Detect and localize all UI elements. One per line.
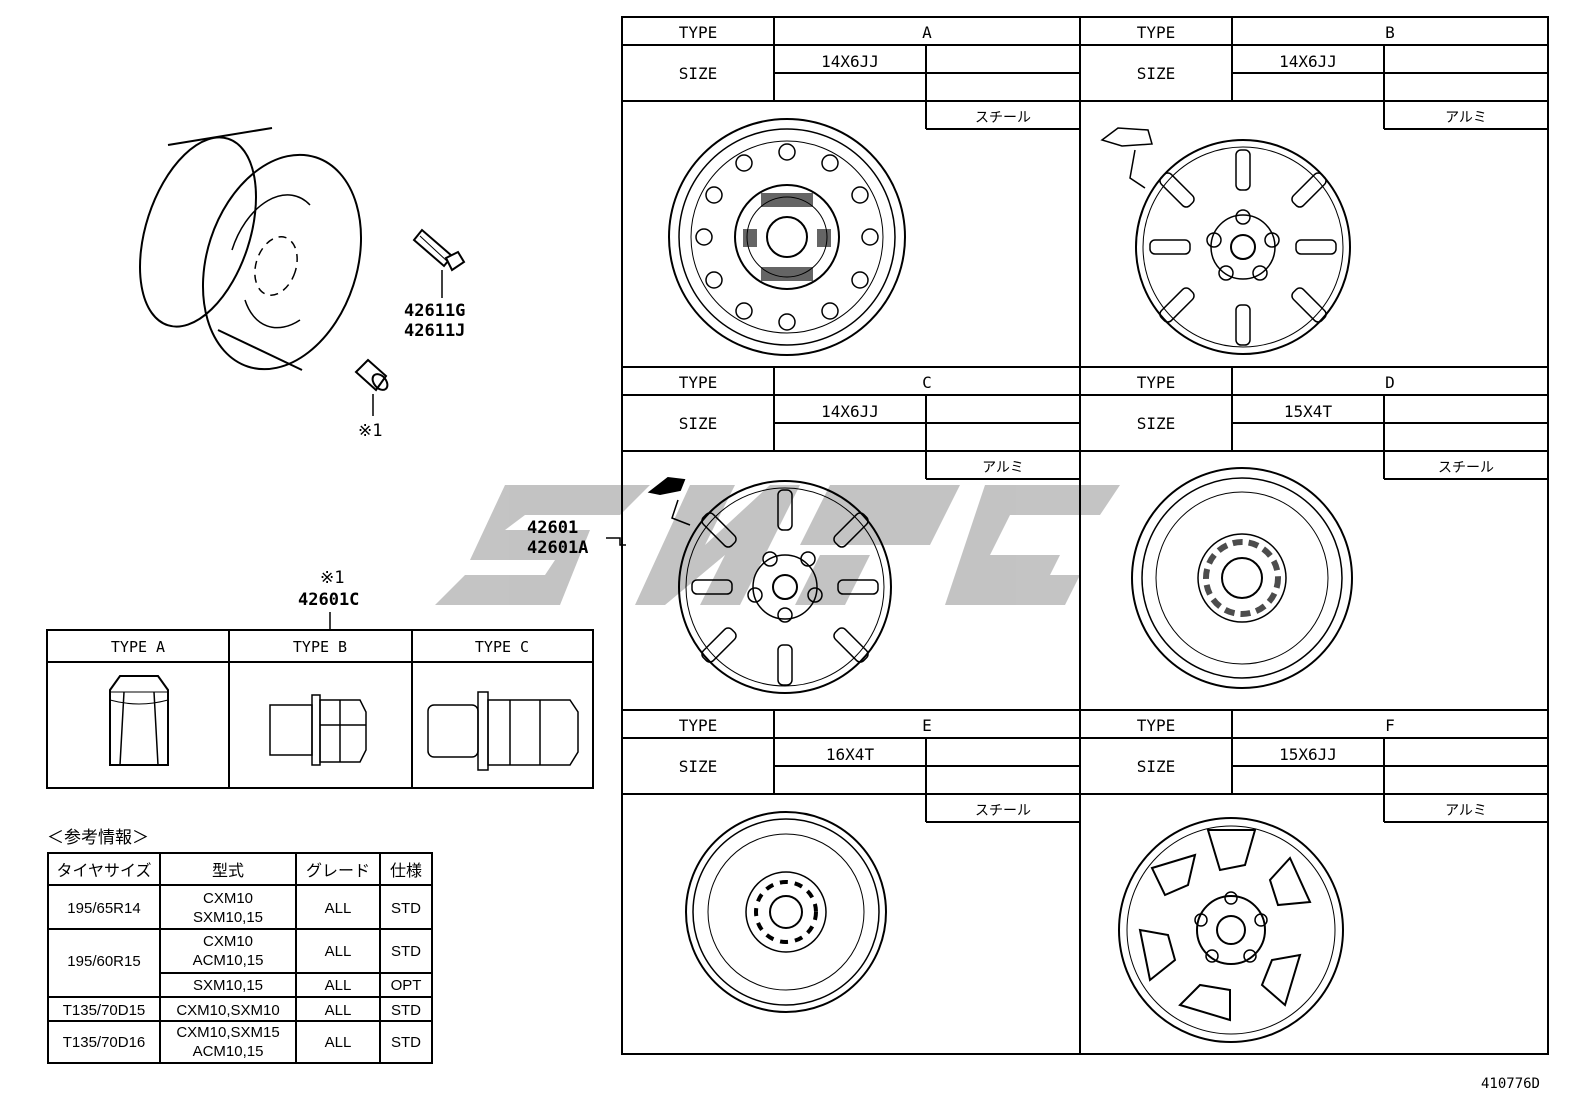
ref-row-1-model-2: SXM10,15 — [193, 909, 263, 926]
wheel-a-size-value: 14X6JJ — [821, 52, 879, 71]
ref-row-2-model-2: ACM10,15 — [193, 952, 264, 969]
wheel-a-size-label: SIZE — [679, 64, 718, 83]
wheel-e-spare-icon — [685, 811, 887, 1013]
ref-row-5-tire: T135/70D16 — [63, 1034, 146, 1051]
ref-row-3-spec: OPT — [391, 977, 422, 994]
wheel-f-alloy-icon — [1118, 817, 1344, 1043]
wheel-e-type-label: TYPE — [679, 716, 718, 735]
nut-type-c-header: TYPE C — [475, 638, 529, 656]
ref-row-5-model-2: ACM10,15 — [193, 1043, 264, 1060]
wheel-d-size-value: 15X4T — [1284, 402, 1333, 421]
nut-type-c-icon — [427, 691, 579, 771]
hub-nut-icon — [354, 358, 389, 416]
ref-header-grade: グレード — [306, 861, 370, 880]
wheel-b-size-label: SIZE — [1137, 64, 1176, 83]
nut-type-table — [46, 629, 594, 789]
ref-row-1-tire: 195/65R14 — [67, 900, 140, 917]
wheel-part-42601: 42601 — [527, 518, 578, 538]
wheel-c-type-value: C — [922, 373, 932, 392]
nut-part-mark: ※1 — [320, 568, 344, 588]
ref-row-5-spec: STD — [391, 1034, 421, 1051]
ref-row-4-grade: ALL — [325, 1002, 352, 1019]
nut-callout: ※1 — [358, 421, 382, 441]
ref-row-1-grade: ALL — [325, 900, 352, 917]
wheel-a-steel-icon — [668, 118, 906, 356]
wheel-b-size-value: 14X6JJ — [1279, 52, 1337, 71]
ref-header-tire: タイヤサイズ — [56, 861, 151, 880]
wheel-e-size-value: 16X4T — [826, 745, 875, 764]
ref-row-5-model-1: CXM10,SXM15 — [176, 1024, 279, 1041]
ref-row-3-grade: ALL — [325, 977, 352, 994]
ref-row-4-tire: T135/70D15 — [63, 1002, 146, 1019]
wheel-e-material: スチール — [975, 803, 1031, 819]
reference-table — [47, 852, 433, 1064]
wheel-a-type-value: A — [922, 23, 932, 42]
nut-type-a-icon — [109, 675, 169, 766]
valve-part-g: 42611G — [404, 301, 465, 321]
wheel-d-material: スチール — [1438, 460, 1494, 476]
ref-row-3-model-1: SXM10,15 — [193, 977, 263, 994]
nut-type-b-icon — [269, 694, 367, 766]
wheel-d-size-label: SIZE — [1137, 414, 1176, 433]
wheel-e-size-label: SIZE — [679, 757, 718, 776]
wheel-c-material: アルミ — [982, 460, 1024, 476]
ref-row-1-spec: STD — [391, 900, 421, 917]
nut-part-number: 42601C — [298, 590, 359, 610]
wheel-c-alloy-icon — [647, 476, 892, 694]
wheel-b-alloy-icon — [1100, 127, 1351, 355]
wheel-d-type-label: TYPE — [1137, 373, 1176, 392]
ref-header-spec: 仕様 — [390, 861, 422, 880]
wheel-a-material: スチール — [975, 110, 1031, 126]
wheel-b-type-value: B — [1385, 23, 1395, 42]
wheel-c-size-value: 14X6JJ — [821, 402, 879, 421]
wheel-d-type-value: D — [1385, 373, 1395, 392]
valve-part-j: 42611J — [404, 321, 465, 341]
wheel-f-type-label: TYPE — [1137, 716, 1176, 735]
reference-title: ＜参考情報＞ — [47, 828, 149, 848]
wheel-e-type-value: E — [922, 716, 932, 735]
wheel-d-steel-icon — [1131, 467, 1353, 689]
ref-row-1-model-1: CXM10 — [203, 890, 253, 907]
ref-row-4-spec: STD — [391, 1002, 421, 1019]
ref-row-2-spec: STD — [391, 943, 421, 960]
wheel-part-42601a: 42601A — [527, 538, 588, 558]
valve-stem-icon — [412, 228, 466, 298]
ref-row-2-tire: 195/60R15 — [67, 953, 140, 970]
ref-row-2-model-1: CXM10 — [203, 933, 253, 950]
wheel-type-grid — [621, 16, 1549, 1055]
wheel-b-material: アルミ — [1445, 110, 1487, 126]
ref-row-4-model-1: CXM10,SXM10 — [176, 1002, 279, 1019]
nut-type-b-header: TYPE B — [293, 638, 347, 656]
wheel-a-type-label: TYPE — [679, 23, 718, 42]
wheel-b-type-label: TYPE — [1137, 23, 1176, 42]
ref-header-model: 型式 — [212, 861, 244, 880]
wheel-f-size-value: 15X6JJ — [1279, 745, 1337, 764]
ref-row-5-grade: ALL — [325, 1034, 352, 1051]
wheel-c-type-label: TYPE — [679, 373, 718, 392]
wheel-panels: TYPE A SIZE 14X6JJ スチール TYPE B SIZE 14X6JJ アルミ TYP… — [622, 17, 1549, 823]
tire-assembly-drawing — [139, 127, 363, 371]
watermark-logo — [435, 485, 1120, 605]
wheel-f-type-value: F — [1385, 716, 1395, 735]
wheel-f-size-label: SIZE — [1137, 757, 1176, 776]
ref-row-2-grade: ALL — [325, 943, 352, 960]
wheel-c-size-label: SIZE — [679, 414, 718, 433]
diagram-id: 410776D — [1481, 1076, 1540, 1092]
wheel-f-material: アルミ — [1445, 803, 1487, 819]
nut-type-a-header: TYPE A — [111, 638, 165, 656]
